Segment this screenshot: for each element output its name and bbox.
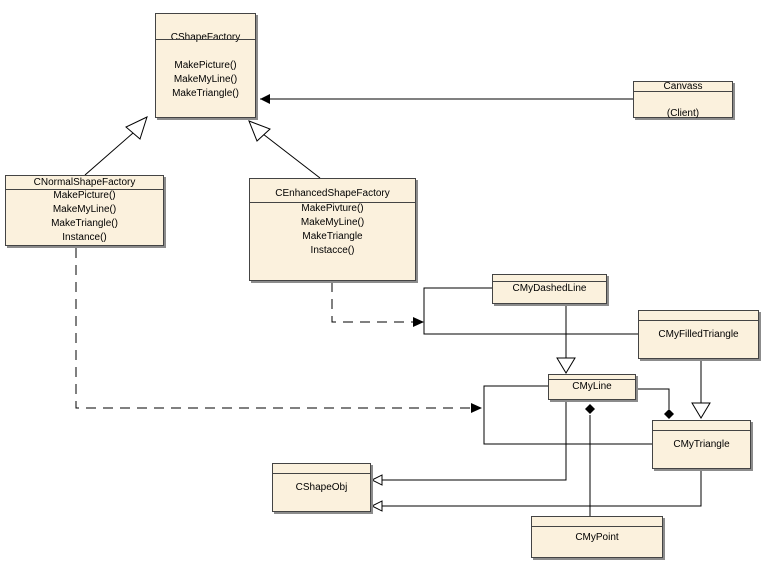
- class-name: CMyLine: [572, 381, 612, 392]
- operation-list: MakePicture() MakeMyLine() MakeTriangle(…: [156, 59, 255, 101]
- class-divider: [549, 379, 635, 380]
- class-divider: [653, 430, 750, 431]
- class-divider: [156, 39, 255, 40]
- operation-list: MakePicture() MakeMyLine() MakeTriangle(…: [6, 189, 163, 245]
- class-name: CShapeObj: [295, 482, 348, 493]
- class-divider: [634, 91, 732, 92]
- class-cshapefactory[interactable]: CShapeFactory MakePicture() MakeMyLine()…: [155, 13, 256, 118]
- class-cenhancedshapefactory[interactable]: CEnhancedShapeFactory MakePivture() Make…: [249, 178, 416, 281]
- class-divider: [250, 202, 415, 203]
- line-shapeobj-generalization-arrowhead: [370, 474, 383, 486]
- dashed-line-generalization-arrowhead: [556, 357, 576, 374]
- filled-triangle-generalization-arrowhead: [691, 402, 711, 419]
- operation: MakePivture(): [301, 203, 364, 214]
- class-cmytriangle[interactable]: CMyTriangle: [652, 420, 751, 469]
- class-divider: [273, 473, 370, 474]
- class-name: Canvass: [663, 81, 703, 92]
- operation-list: MakePivture() MakeMyLine() MakeTriangle …: [250, 202, 415, 258]
- operation: MakePicture(): [174, 60, 237, 71]
- line-shapeobj-generalization-line: [382, 400, 567, 481]
- operation: MakeMyLine(): [52, 204, 117, 215]
- enhanced-factory-generalization-line: [262, 133, 321, 179]
- class-cmydashedline[interactable]: CMyDashedLine: [492, 274, 607, 304]
- line-point-composition-diamond: [585, 404, 595, 414]
- class-cshapeobj[interactable]: CShapeObj: [272, 463, 371, 512]
- class-name: CMyFilledTriangle: [658, 329, 739, 340]
- line-triangle-bracket: [483, 385, 652, 445]
- enhanced-factory-dependency-line: [331, 282, 414, 323]
- normal-factory-generalization-arrowhead: [125, 116, 148, 140]
- operation: Instacce(): [310, 245, 355, 256]
- dashed-filled-bracket: [423, 287, 638, 335]
- operation: Instance(): [62, 232, 107, 243]
- class-name: CNormalShapeFactory: [33, 177, 136, 188]
- normal-factory-dependency-arrowhead: [471, 403, 482, 413]
- class-name: CMyDashedLine: [512, 283, 587, 294]
- operation: MakeTriangle(): [51, 218, 118, 229]
- line-triangle-composition-line: [636, 388, 670, 409]
- normal-factory-dependency-line: [75, 248, 472, 409]
- class-divider: [493, 281, 606, 282]
- class-divider: [6, 189, 163, 190]
- class-cmyfilledtriangle[interactable]: CMyFilledTriangle: [638, 310, 759, 359]
- class-name: CShapeFactory: [170, 32, 241, 43]
- class-name: CMyTriangle: [673, 439, 730, 450]
- class-note: (Client): [666, 108, 700, 119]
- operation: MakeTriangle(): [172, 88, 239, 99]
- class-name: CEnhancedShapeFactory: [275, 188, 390, 199]
- operation: MakeMyLine(): [300, 217, 365, 228]
- class-divider: [532, 526, 662, 527]
- class-name: CMyPoint: [575, 532, 619, 543]
- class-divider: [639, 320, 758, 321]
- line-triangle-composition-diamond: [664, 409, 674, 419]
- class-cmyline[interactable]: CMyLine: [548, 374, 636, 400]
- normal-factory-generalization-line: [84, 132, 134, 176]
- operation: MakePicture(): [53, 190, 116, 201]
- class-cnormalshapefactory[interactable]: CNormalShapeFactory MakePicture() MakeMy…: [5, 175, 164, 246]
- operation: MakeTriangle: [302, 231, 363, 242]
- triangle-shapeobj-generalization-arrowhead: [370, 500, 383, 512]
- enhanced-factory-generalization-arrowhead: [248, 120, 271, 142]
- triangle-shapeobj-generalization-line: [382, 469, 702, 507]
- operation: MakeMyLine(): [173, 74, 238, 85]
- enhanced-factory-dependency-arrowhead: [413, 317, 424, 327]
- class-canvass[interactable]: Canvass (Client): [633, 81, 733, 119]
- class-cmypoint[interactable]: CMyPoint: [531, 516, 663, 558]
